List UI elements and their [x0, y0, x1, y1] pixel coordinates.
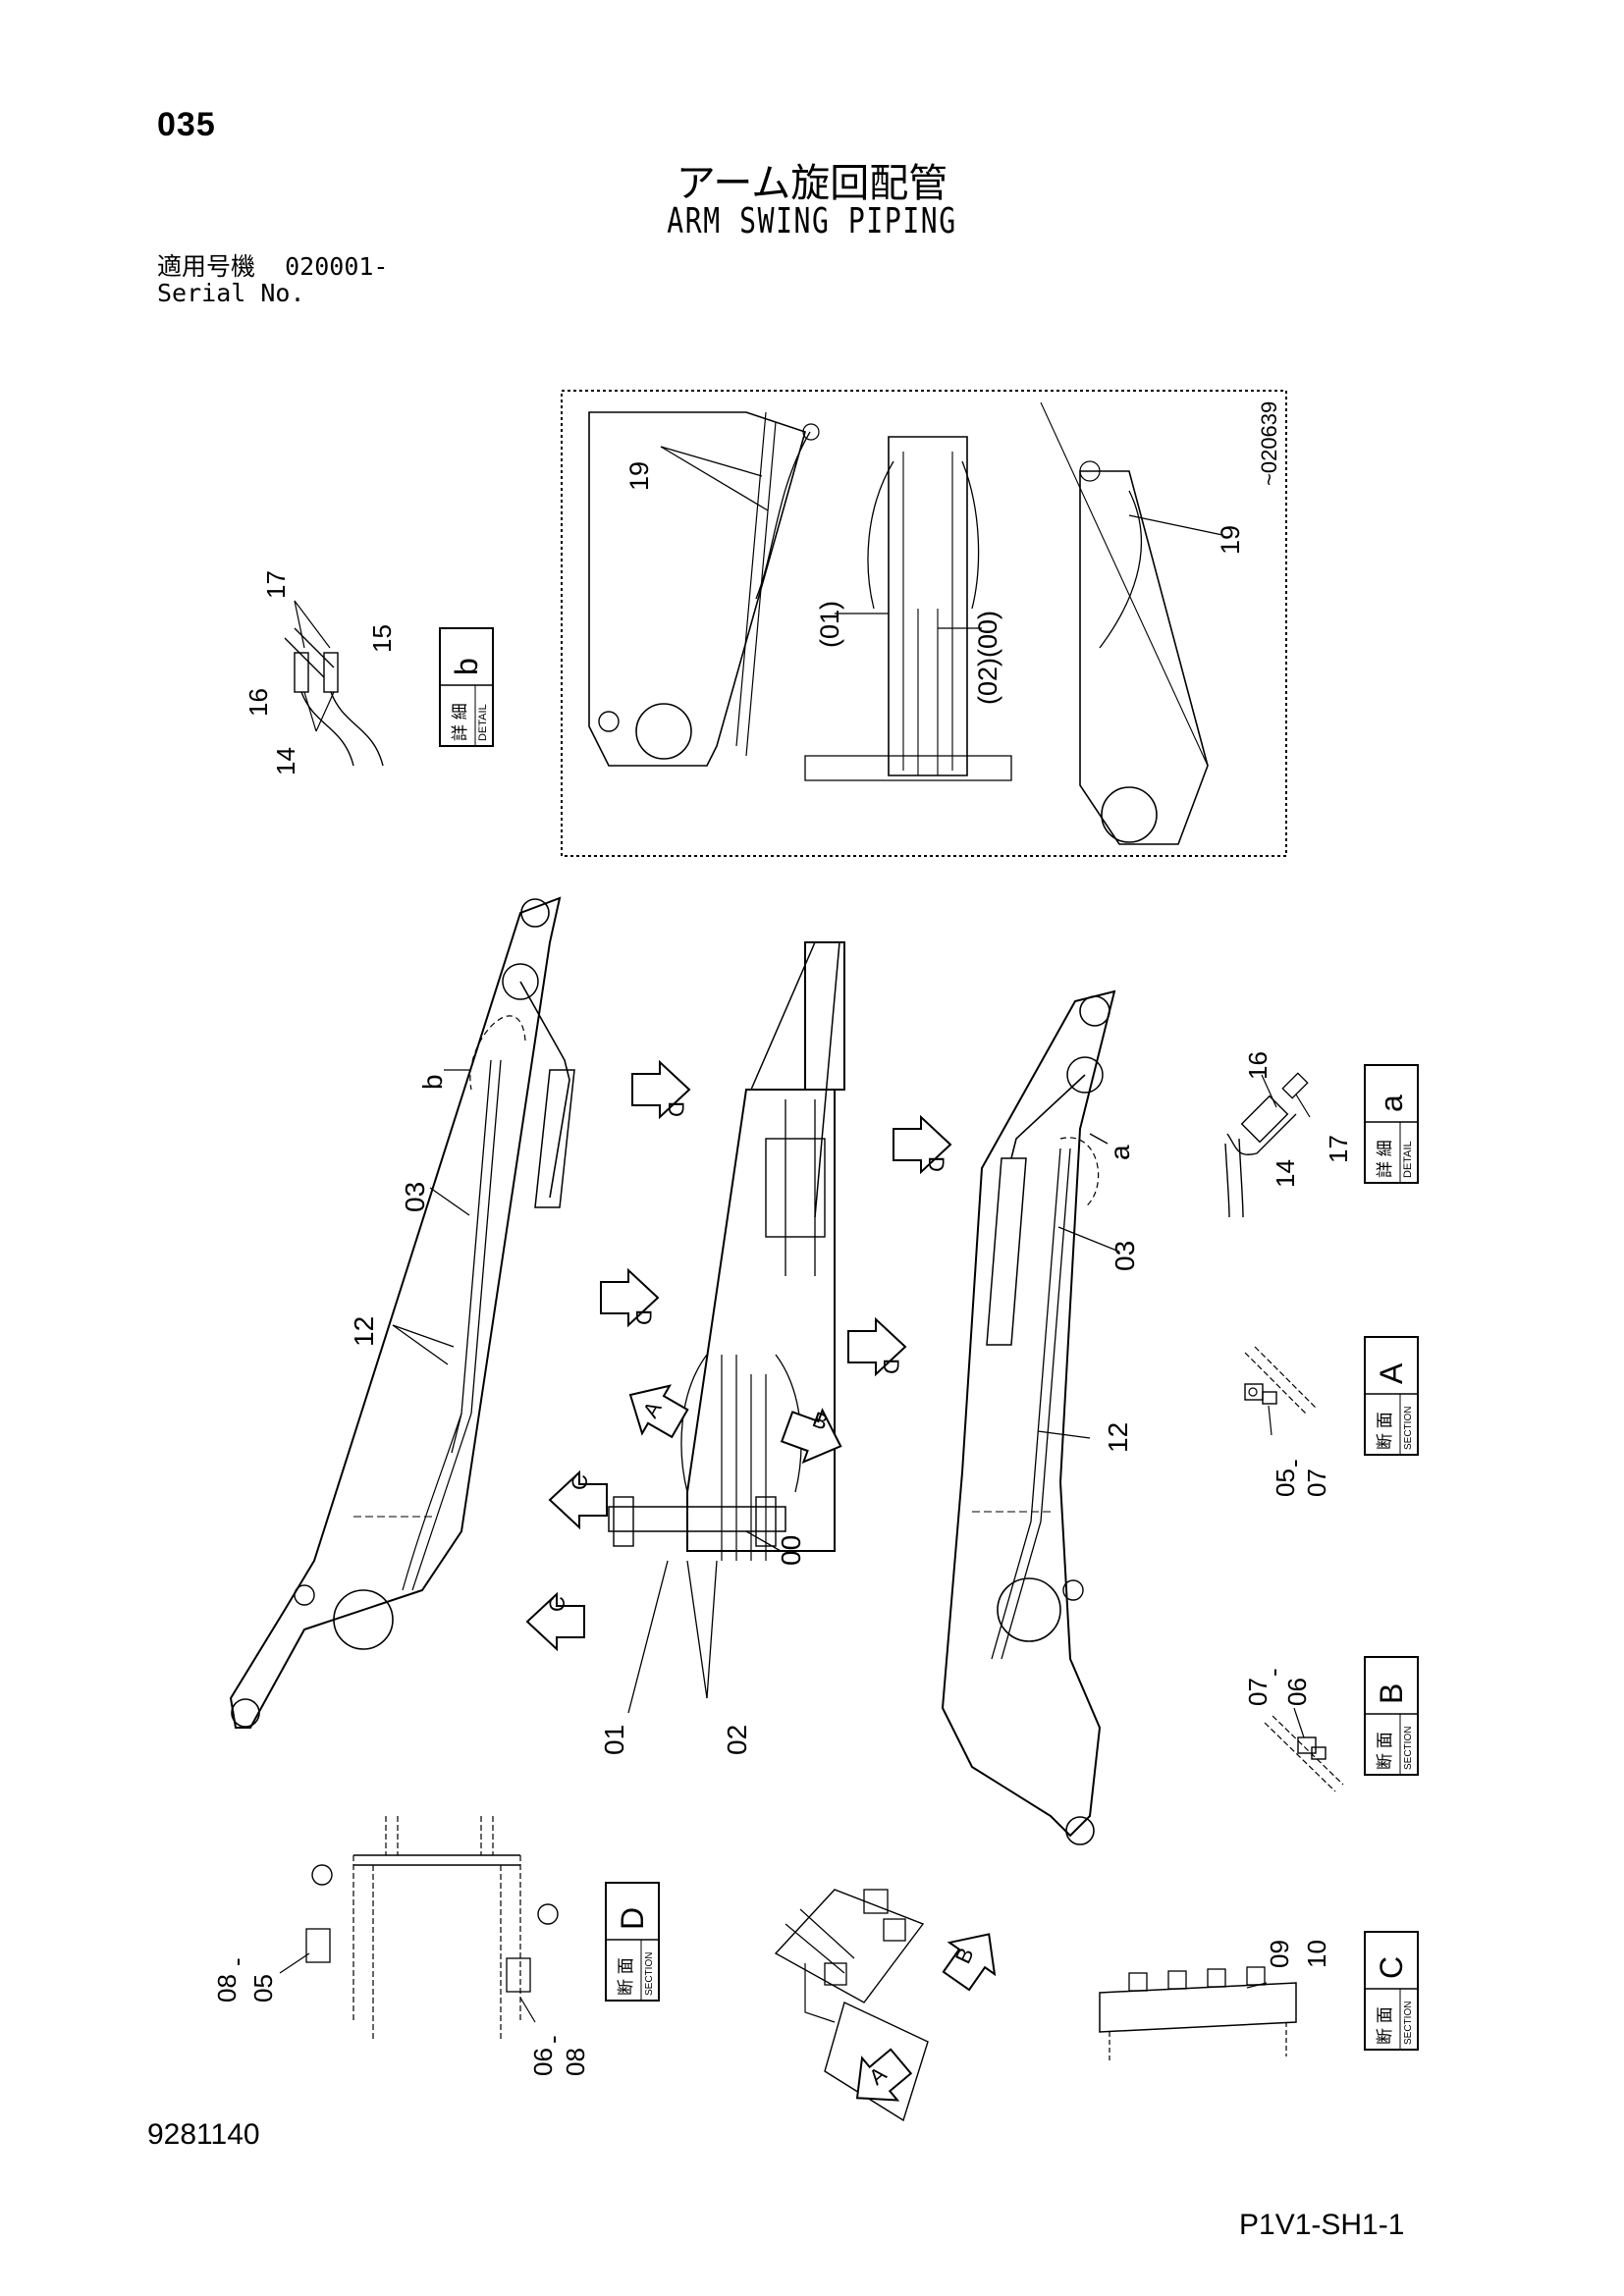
callout-02-00-inset: (02)(00): [973, 611, 1002, 705]
serial-label-jp: 適用号機: [157, 252, 256, 281]
sheet-reference: P1V1-SH1-1: [1239, 2209, 1405, 2241]
section-b-drawing: [1264, 1707, 1344, 1792]
section-box-a: [1364, 1336, 1419, 1456]
callout-19-inset-left: 19: [624, 461, 654, 491]
callout-14-detail-b: 14: [271, 747, 300, 775]
detail-box-b-jp: 詳 細: [451, 703, 469, 741]
section-a-drawing: [1244, 1346, 1317, 1436]
callout-02-middle: 02: [722, 1725, 752, 1755]
callout-05-section-d: 05: [248, 1974, 278, 2002]
callout-16-detail-a: 16: [1243, 1051, 1272, 1080]
view-arrow-d2-letter: D: [924, 1156, 948, 1172]
detail-a-drawing: [1224, 1072, 1311, 1218]
callout-dash-section-d-left: -: [222, 1957, 251, 1966]
section-box-d-en: SECTION: [644, 1952, 655, 1996]
callout-12-left: 12: [349, 1316, 379, 1347]
callout-10-section-c: 10: [1302, 1940, 1331, 1968]
callout-06-section-b: 06: [1282, 1678, 1312, 1706]
callout-dash-section-b: -: [1259, 1668, 1288, 1677]
section-box-d-jp: 断 面: [617, 1957, 635, 1996]
section-box-d: [605, 1882, 660, 2002]
detail-box-a-jp: 詳 細: [1376, 1140, 1394, 1178]
section-box-c-jp: 断 面: [1376, 2006, 1394, 2045]
serial-block: 適用号機 020001- Serial No.: [157, 253, 388, 306]
callout-03-right: 03: [1110, 1241, 1140, 1271]
section-box-b-jp: 断 面: [1376, 1732, 1394, 1770]
callout-01-middle: 01: [599, 1725, 629, 1755]
detail-box-a: [1364, 1064, 1419, 1184]
detail-box-a-en: DETAIL: [1402, 1141, 1414, 1178]
section-box-c: [1364, 1931, 1419, 2051]
section-box-a-letter: A: [1374, 1362, 1409, 1384]
serial-label-en: Serial No.: [157, 279, 305, 307]
inset-detail-box: [561, 390, 1287, 857]
callout-08-section-d-left: 08: [212, 1974, 242, 2002]
callout-09-section-c: 09: [1265, 1940, 1294, 1968]
view-arrow-c2-letter: C: [545, 1596, 569, 1612]
view-arrow-b-main: [777, 1400, 851, 1473]
callout-dash-section-d-right: -: [538, 2035, 568, 2044]
callout-14-detail-a: 14: [1271, 1159, 1300, 1188]
callout-17-detail-a: 17: [1324, 1135, 1353, 1163]
section-box-b-letter: B: [1374, 1683, 1409, 1704]
callout-12-right: 12: [1103, 1422, 1133, 1453]
detail-b-drawing: [284, 600, 384, 767]
section-box-a-en: SECTION: [1403, 1407, 1414, 1450]
section-box-b-en: SECTION: [1403, 1727, 1414, 1770]
document-number: 9281140: [147, 2118, 260, 2151]
view-arrow-d1-letter: D: [664, 1101, 688, 1117]
detail-box-b: [439, 627, 494, 747]
view-arrow-c1-letter: C: [568, 1474, 592, 1490]
view-arrow-d4-letter: D: [879, 1359, 903, 1374]
section-box-a-jp: 断 面: [1376, 1412, 1394, 1450]
detail-box-a-letter: a: [1374, 1095, 1409, 1112]
section-d-drawing: [279, 1816, 559, 2042]
callout-dash-section-a: -: [1279, 1459, 1309, 1468]
inset-serial-note: ~020639: [1257, 401, 1281, 486]
callout-a-right: a: [1105, 1145, 1135, 1160]
callout-08-section-d-right: 08: [561, 2048, 590, 2076]
section-box-c-en: SECTION: [1403, 2002, 1414, 2045]
callout-06-section-d: 06: [528, 2048, 558, 2076]
detail-box-b-letter: b: [449, 658, 484, 675]
callout-15-detail-b: 15: [367, 624, 397, 653]
view-arrow-d3-letter: D: [631, 1309, 656, 1325]
section-box-d-letter: D: [615, 1907, 650, 1930]
arm-right-view: [941, 989, 1120, 1845]
section-c-drawing: [1099, 1966, 1297, 2061]
callout-07-section-a: 07: [1302, 1468, 1331, 1497]
callout-07-section-b: 07: [1243, 1678, 1272, 1706]
serial-value: 020001-: [285, 252, 389, 281]
section-box-c-letter: C: [1374, 1956, 1409, 1979]
detail-box-b-en: DETAIL: [477, 704, 489, 741]
callout-16-detail-b: 16: [244, 688, 273, 717]
title-english: ARM SWING PIPING: [667, 201, 957, 241]
callout-05-section-a: 05: [1271, 1468, 1300, 1497]
arm-middle-view: [608, 941, 845, 1714]
callout-17-detail-b: 17: [261, 570, 291, 599]
callout-00-middle: 00: [776, 1535, 806, 1566]
section-box-b: [1364, 1656, 1419, 1776]
title-japanese: アーム旋回配管: [676, 161, 948, 206]
bottom-center-view: [774, 1889, 929, 2122]
callout-19-inset-right: 19: [1216, 525, 1245, 555]
callout-01-inset: (01): [815, 601, 844, 648]
callout-b-left: b: [417, 1074, 448, 1090]
callout-03-left: 03: [400, 1182, 430, 1212]
serial-line-1: 適用号機 020001-: [157, 253, 388, 280]
page-number: 035: [157, 106, 216, 143]
arm-left-view: [229, 896, 575, 1729]
